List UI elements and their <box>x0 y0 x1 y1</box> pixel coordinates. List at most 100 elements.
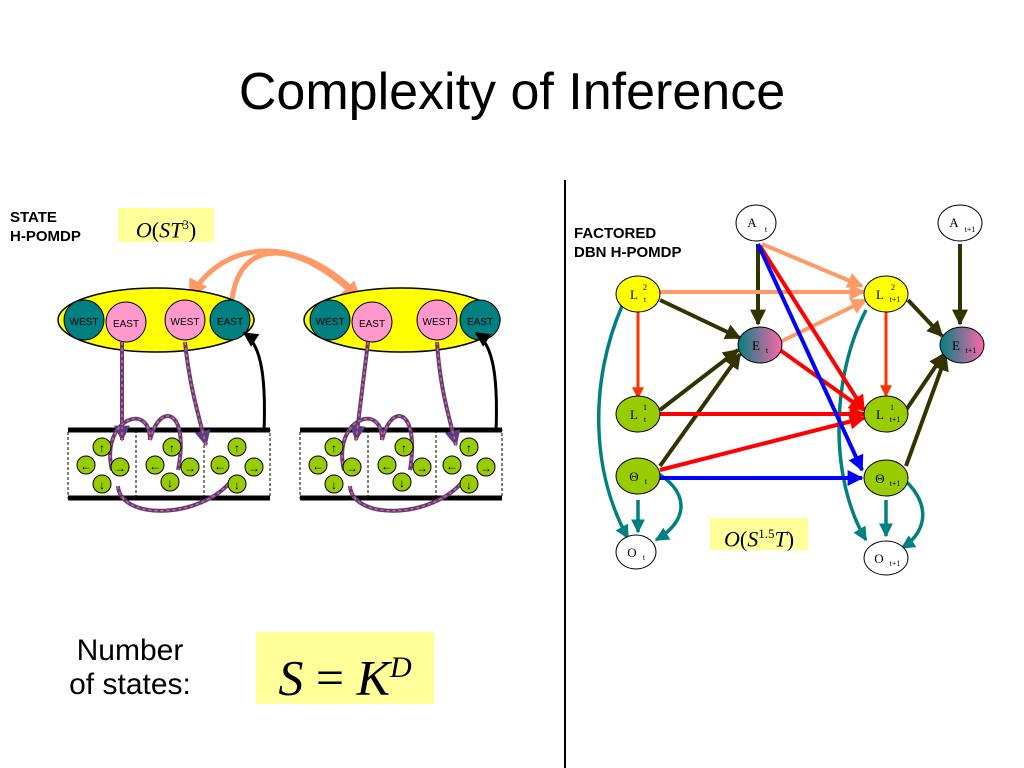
east-node-teal-1 <box>209 299 251 341</box>
L2-t-base: L <box>630 287 638 302</box>
abstract-state-ellipse-1 <box>57 287 255 353</box>
arrow-down-icon: ↓ <box>234 478 240 492</box>
arrow-left-icon: ← <box>312 459 324 473</box>
arrow-left-icon: ← <box>381 459 393 473</box>
L2-t1-sub: t+1 <box>890 295 901 304</box>
arrow-right-icon: → <box>416 461 428 475</box>
arrow-up-icon: ↑ <box>234 441 240 455</box>
E-t-sub: t <box>766 346 769 355</box>
arrow-up-icon: ↑ <box>169 441 175 455</box>
arrow-down-icon: ↓ <box>331 478 337 492</box>
arrow-up-icon: ↑ <box>331 441 337 455</box>
formula-S: S <box>278 649 304 706</box>
L1-t-sub: t <box>644 415 647 424</box>
east-label-3: EAST <box>359 319 385 330</box>
number-of-states-label: Number of states: <box>40 634 220 702</box>
dbn-node-E-t1: E t+1 <box>939 326 985 364</box>
factored-dbn-label-line1: FACTORED <box>574 225 657 242</box>
dbn-node-L1-t: L 1 t <box>615 395 661 433</box>
dbn-complexity-exponent: 1.5 <box>758 526 775 541</box>
dbn-node-Theta-t1: Θ t+1 <box>863 459 909 497</box>
east-label-4: EAST <box>467 317 493 328</box>
west-node-teal-1 <box>63 299 105 341</box>
L1-t-base: L <box>630 407 638 422</box>
L2-t-sup: 2 <box>643 283 647 292</box>
dbn-complexity-formula: O(S1.5T) <box>710 518 808 552</box>
arrow-up-icon: ↑ <box>401 441 407 455</box>
Theta-t1-base: Θ <box>875 471 884 486</box>
red-dependency-arrows <box>659 244 866 472</box>
L2-t1-sup: 2 <box>891 283 895 292</box>
L2-t1-base: L <box>876 287 884 302</box>
arrow-right-icon: → <box>184 461 196 475</box>
complexity-exponent: 3 <box>182 217 189 232</box>
L2-t-sub: t <box>644 295 647 304</box>
formula-D: D <box>389 651 412 684</box>
orange-level-arrows <box>632 312 892 400</box>
arrow-left-icon: ← <box>149 459 161 473</box>
state-hpomdp-label: STATE H-POMDP <box>10 208 81 246</box>
formula-K: K <box>356 649 390 706</box>
A-t1-base: A <box>949 215 959 230</box>
slide-title: Complexity of Inference <box>238 63 786 121</box>
dbn-node-O-t1: O t+1 <box>863 540 909 576</box>
dbn-complexity-S: S <box>747 526 759 552</box>
dbn-complexity-T: T <box>774 526 787 552</box>
east-label-1: EAST <box>113 319 139 330</box>
arrow-down-icon: ↓ <box>99 478 105 492</box>
west-label-4: WEST <box>423 317 452 328</box>
arrow-up-icon: ↑ <box>466 441 472 455</box>
west-label-3: WEST <box>316 317 345 328</box>
arrow-down-icon: ↓ <box>167 476 173 490</box>
E-t-base: E <box>752 338 760 353</box>
dbn-node-L2-t: L 2 t <box>615 275 661 313</box>
west-label-2: WEST <box>171 317 200 328</box>
A-t1-sub: t+1 <box>965 225 976 234</box>
dbn-node-L1-t1: L 1 t+1 <box>863 395 909 433</box>
east-node-pink-2 <box>351 301 393 343</box>
green-direction-nodes-1: ↑ ← → ↓ ↑ ← → ↓ ↑ ← → ↓ <box>76 437 264 494</box>
arrow-left-icon: ← <box>80 459 92 473</box>
arrow-left-icon: ← <box>446 459 458 473</box>
arrow-up-icon: ↑ <box>99 441 105 455</box>
number-of-states-line2: of states: <box>69 668 191 701</box>
states-formula: S = KD <box>256 632 434 706</box>
O-t-base: O <box>627 545 636 560</box>
complexity-S: S <box>159 217 171 243</box>
E-t1-base: E <box>952 338 960 353</box>
arrow-right-icon: → <box>346 461 358 475</box>
arrow-right-icon: → <box>480 461 492 475</box>
state-complexity-formula: O(ST3) <box>118 208 214 242</box>
A-t-sub: t <box>765 225 768 234</box>
factored-dbn-label-line2: DBN H-POMDP <box>574 244 682 261</box>
dbn-node-A-t1: A t+1 <box>937 204 983 242</box>
blue-dependency-arrows <box>660 243 864 486</box>
arrow-down-icon: ↓ <box>399 476 405 490</box>
number-of-states-line1: Number <box>76 634 184 667</box>
dbn-node-Theta-t: Θ t <box>615 457 661 495</box>
west-node-pink-2 <box>416 299 458 341</box>
dbn-node-L2-t1: L 2 t+1 <box>863 275 909 313</box>
dbn-complexity-O: O <box>723 526 740 552</box>
west-node-pink-1 <box>164 299 206 341</box>
arrow-right-icon: → <box>248 461 260 475</box>
dbn-paren-close: ) <box>786 526 795 552</box>
salmon-transition-arc-2 <box>187 248 364 302</box>
olive-dependency-arrows <box>658 244 968 468</box>
L1-t1-base: L <box>876 407 884 422</box>
arrow-left-icon: ← <box>214 459 226 473</box>
dbn-node-A-t: A t <box>735 204 777 242</box>
green-direction-nodes-2: ↑ ← → ↓ ↑ ← → ↓ ↑ ← → ↓ <box>308 437 496 494</box>
O-t1-sub: t+1 <box>890 559 901 568</box>
arrow-right-icon: → <box>114 461 126 475</box>
L1-t1-sup: 1 <box>890 403 894 412</box>
dbn-node-O-t: O t <box>615 534 657 570</box>
paren-open: ( <box>151 217 160 243</box>
paren-close: ) <box>188 217 197 243</box>
west-label-1: WEST <box>70 317 99 328</box>
E-t1-sub: t+1 <box>966 346 977 355</box>
state-hpomdp-label-line1: STATE <box>10 209 57 226</box>
salmon-dependency-arrows <box>660 242 868 344</box>
dbn-paren-open: ( <box>739 526 748 552</box>
east-node-pink-1 <box>105 301 147 343</box>
